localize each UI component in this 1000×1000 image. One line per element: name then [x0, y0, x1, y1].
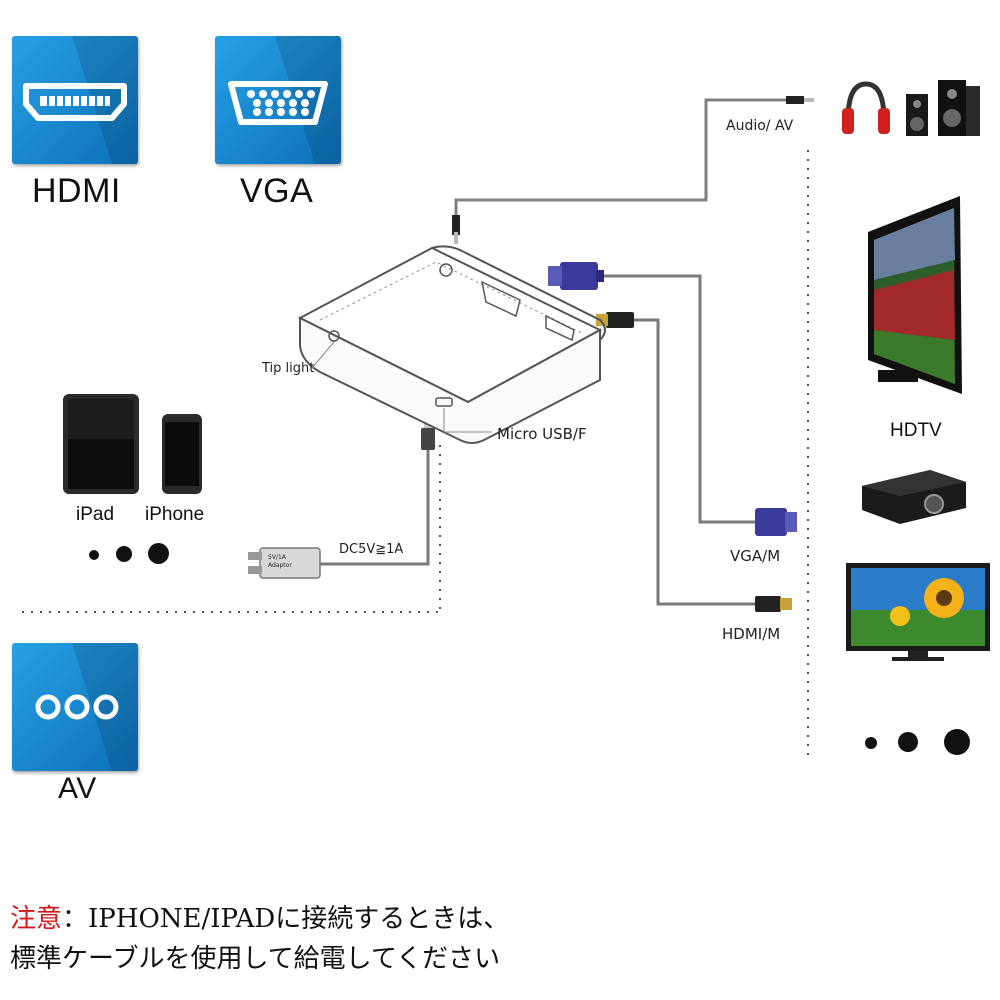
hdmi-m-label: HDMI/M	[722, 625, 781, 643]
adapter-text: 5V/1A Adaptor	[268, 554, 292, 569]
audio-plug-top	[452, 215, 460, 244]
tv-icon	[868, 196, 962, 394]
note-line-2: 標準ケーブルを使用して給電してください	[10, 944, 501, 974]
hdmi-plug-bottom	[755, 596, 792, 612]
iphone-icon	[162, 414, 202, 494]
av-label: AV	[58, 772, 97, 805]
audio-av-label: Audio/ AV	[726, 118, 794, 134]
vga-m-label: VGA/M	[730, 547, 781, 565]
note-prefix: 注意	[10, 904, 63, 934]
power-label: DC5V≧1A	[339, 542, 404, 557]
power-cable	[318, 450, 430, 566]
note-line-1: 注意：IPHONE/IPADに接続するときは、	[10, 898, 509, 935]
vga-cable	[600, 274, 755, 524]
hdmi-plug-top	[596, 312, 634, 328]
audio-cable	[454, 98, 790, 232]
vga-label: VGA	[240, 172, 314, 210]
hdtv-label: HDTV	[890, 420, 942, 441]
monitor-icon	[846, 563, 990, 661]
hdmi-label: HDMI	[32, 172, 121, 210]
power-adapter-icon	[248, 547, 321, 579]
vga-port-icon	[215, 36, 341, 164]
audio-plug-right	[786, 96, 814, 104]
adapter-box-icon	[297, 245, 606, 444]
headphones-icon	[842, 81, 890, 134]
micro-usb-label: Micro USB/F	[497, 425, 587, 443]
av-port-icon	[12, 643, 138, 771]
ipad-label: iPad	[76, 504, 115, 525]
vga-plug-top	[548, 262, 604, 290]
ipad-icon	[63, 394, 139, 494]
projector-icon	[862, 470, 966, 524]
speakers-icon	[906, 80, 980, 136]
hdmi-cable	[632, 318, 755, 606]
hdmi-port-icon	[12, 36, 138, 164]
av-tile	[12, 643, 138, 771]
iphone-label: iPhone	[145, 504, 205, 525]
tip-light-indicator	[328, 330, 340, 342]
hdmi-tile	[12, 36, 138, 164]
vga-tile	[215, 36, 341, 164]
note-line1-text: ：IPHONE/IPADに接続するときは、	[62, 904, 510, 934]
tip-light-label: Tip light	[262, 361, 315, 376]
vga-plug-bottom	[755, 508, 797, 536]
